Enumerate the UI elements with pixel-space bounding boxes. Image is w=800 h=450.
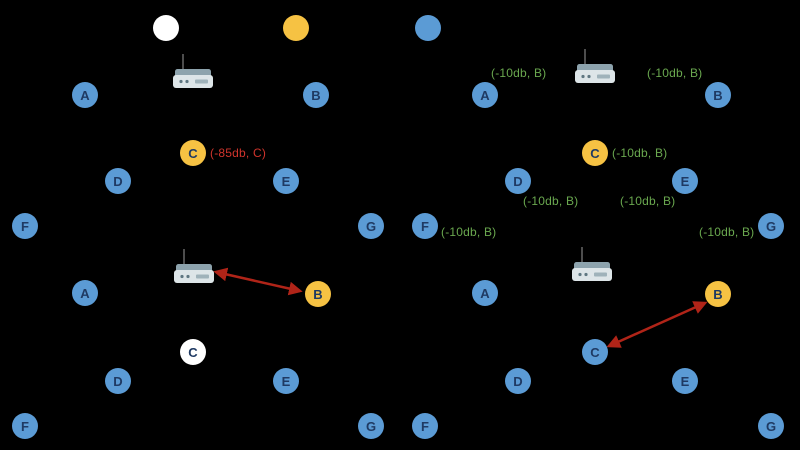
node-label: E (281, 373, 291, 389)
node-bottom-left-A: A (72, 280, 98, 306)
node-label: C (590, 145, 600, 161)
node-top-right-E: E (672, 168, 698, 194)
node-top-left-E: E (273, 168, 299, 194)
node-label: A (480, 87, 490, 103)
wireless-router-icon (174, 249, 214, 283)
node-label: D (113, 173, 123, 189)
node-label: F (21, 418, 29, 434)
annotation-topright-d: (-10db, B) (523, 194, 579, 208)
wireless-router-icon (575, 49, 615, 83)
node-label: A (480, 285, 490, 301)
annotation-topright-g: (-10db, B) (699, 225, 755, 239)
node-label: D (513, 173, 523, 189)
annotation-topleft-c: (-85db, C) (210, 146, 267, 160)
node-label: G (765, 418, 777, 434)
annotation-topright-a: (-10db, B) (491, 66, 547, 80)
annotation-topright-c: (-10db, B) (612, 146, 668, 160)
node-label: A (80, 285, 90, 301)
node-label: C (188, 145, 198, 161)
legend-dot-blue (415, 15, 441, 41)
wireless-router-icon (572, 247, 612, 281)
node-label: E (680, 173, 690, 189)
arrow-bottomright-c-to-b (606, 301, 708, 348)
node-bottom-right-E: E (672, 368, 698, 394)
node-top-right-B: B (705, 82, 731, 108)
node-label: B (713, 87, 723, 103)
node-label: D (513, 373, 523, 389)
annotation-topright-e: (-10db, B) (620, 194, 676, 208)
legend-dot-yellow (283, 15, 309, 41)
annotation-topright-f: (-10db, B) (441, 225, 497, 239)
node-top-left-C: C (180, 140, 206, 166)
node-label: G (765, 218, 777, 234)
node-bottom-left-D: D (105, 368, 131, 394)
node-top-left-B: B (303, 82, 329, 108)
node-bottom-right-A: A (472, 280, 498, 306)
node-label: G (365, 418, 377, 434)
router-top-right (572, 48, 618, 90)
node-label: F (421, 418, 429, 434)
router-bottom-right (569, 246, 615, 288)
arrow-bottomleft-router-to-b (213, 267, 303, 296)
node-bottom-right-G: G (758, 413, 784, 439)
node-top-left-D: D (105, 168, 131, 194)
node-top-right-F: F (412, 213, 438, 239)
node-top-right-A: A (472, 82, 498, 108)
annotation-topright-b: (-10db, B) (647, 66, 703, 80)
node-bottom-left-C: C (180, 339, 206, 365)
node-label: A (80, 87, 90, 103)
node-label: B (311, 87, 321, 103)
node-top-left-A: A (72, 82, 98, 108)
node-bottom-right-B: B (705, 281, 731, 307)
node-bottom-left-G: G (358, 413, 384, 439)
node-label: E (281, 173, 291, 189)
node-label: F (421, 218, 429, 234)
node-top-right-G: G (758, 213, 784, 239)
node-label: E (680, 373, 690, 389)
node-bottom-right-F: F (412, 413, 438, 439)
node-top-left-F: F (12, 213, 38, 239)
node-top-right-C: C (582, 140, 608, 166)
node-label: G (365, 218, 377, 234)
legend-dot-white (153, 15, 179, 41)
node-label: D (113, 373, 123, 389)
node-top-right-D: D (505, 168, 531, 194)
router-bottom-left (171, 248, 217, 290)
node-label: C (590, 344, 600, 360)
node-top-left-G: G (358, 213, 384, 239)
node-bottom-left-E: E (273, 368, 299, 394)
node-bottom-left-B: B (305, 281, 331, 307)
node-label: C (188, 344, 198, 360)
node-bottom-right-C: C (582, 339, 608, 365)
node-label: F (21, 218, 29, 234)
wireless-router-icon (173, 54, 213, 88)
router-top-left (170, 53, 216, 95)
node-label: B (713, 286, 723, 302)
node-bottom-left-F: F (12, 413, 38, 439)
node-bottom-right-D: D (505, 368, 531, 394)
node-label: B (313, 286, 323, 302)
